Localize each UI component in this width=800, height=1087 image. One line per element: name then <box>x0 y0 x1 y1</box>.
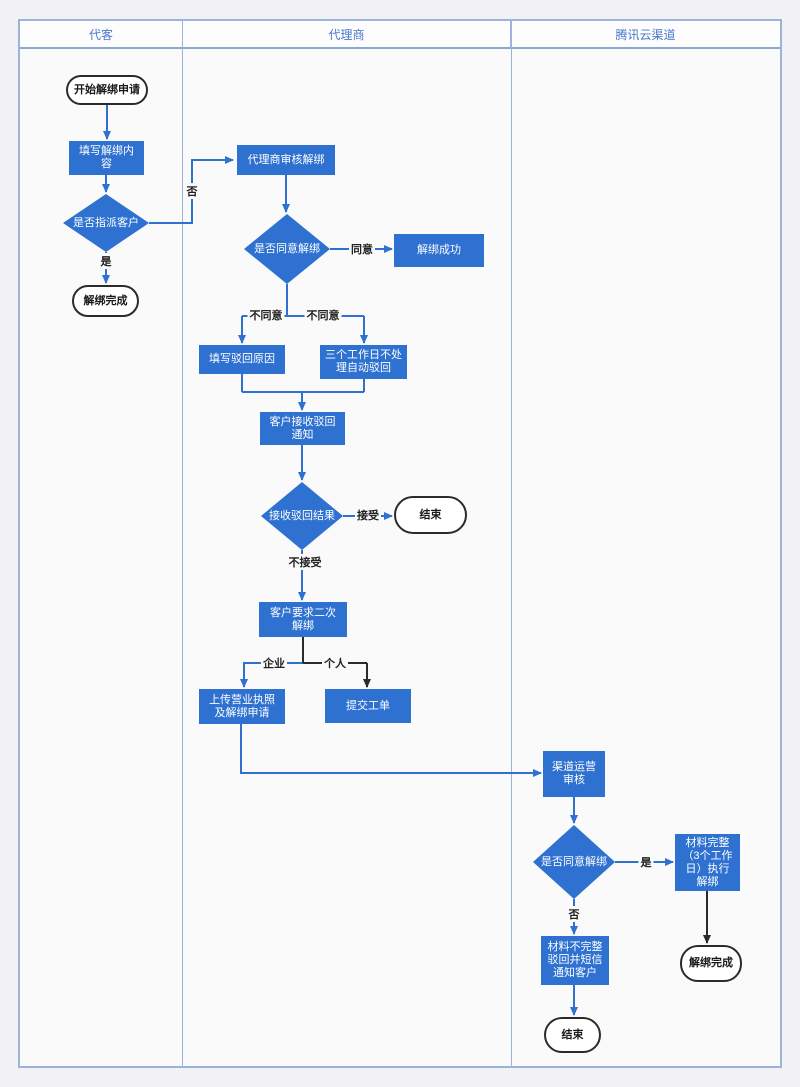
lane-divider-1 <box>182 21 183 1066</box>
decision-receive-reject-result: 接收驳回结果 <box>261 482 343 550</box>
node-unbind-done-channel: 解绑完成 <box>680 945 742 982</box>
node-agent-review: 代理商审核解绑 <box>237 145 335 175</box>
edge-label-personal: 个人 <box>322 655 348 671</box>
edge-label-disagree-right: 不同意 <box>304 307 342 323</box>
decision-agree-unbind-channel: 是否同意解绑 <box>533 825 615 899</box>
edge-label-accept: 接受 <box>355 507 381 523</box>
edge-label-enterprise: 企业 <box>261 655 287 671</box>
node-customer-receive-reject-notice: 客户接收驳回 通知 <box>260 412 345 445</box>
lane-header-customer: 代客 <box>88 27 113 42</box>
node-unbind-success: 解绑成功 <box>394 234 484 267</box>
edge-label-channel-yes: 是 <box>638 854 654 870</box>
edge-label-not-accept: 不接受 <box>286 554 324 570</box>
edge-label-agree: 同意 <box>349 241 375 257</box>
edge-label-assign-no: 否 <box>184 183 200 199</box>
node-end-channel: 结束 <box>544 1017 601 1053</box>
flow-connectors <box>102 105 711 1016</box>
node-start: 开始解绑申请 <box>66 75 148 105</box>
edge-label-disagree-left: 不同意 <box>247 307 285 323</box>
edge-upload-to-channel-review <box>240 724 542 777</box>
node-materials-incomplete-reject: 材料不完整 驳回并短信 通知客户 <box>541 936 609 985</box>
lane-header-tencent-channel: 腾讯云渠道 <box>615 27 676 42</box>
node-unbind-done-lane1: 解绑完成 <box>72 285 139 317</box>
edge-label-channel-no: 否 <box>566 906 582 922</box>
node-submit-ticket: 提交工单 <box>325 689 411 723</box>
node-channel-ops-review: 渠道运营 审核 <box>543 751 605 797</box>
edge-label-assign-yes: 是 <box>98 253 114 269</box>
node-end-accept: 结束 <box>394 496 467 534</box>
lane-divider-2 <box>511 21 512 1066</box>
node-second-unbind-request: 客户要求二次 解绑 <box>259 602 347 637</box>
node-auto-reject-3days: 三个工作日不处 理自动驳回 <box>320 345 407 379</box>
lane-header-agent: 代理商 <box>182 21 511 47</box>
node-fill-reject-reason: 填写驳回原因 <box>199 345 285 374</box>
node-upload-license: 上传营业执照 及解绑申请 <box>199 689 285 724</box>
decision-agree-unbind-agent: 是否同意解绑 <box>244 214 330 284</box>
flowchart-canvas: 代客 代理商 腾讯云渠道 <box>18 19 782 1068</box>
decision-assign-customer: 是否指派客户 <box>63 194 149 252</box>
node-materials-complete-execute: 材料完整 （3个工作 日）执行 解绑 <box>675 834 740 891</box>
node-fill-unbind-content: 填写解绑内 容 <box>69 141 144 175</box>
lane-header-row: 代客 代理商 腾讯云渠道 <box>20 21 780 49</box>
